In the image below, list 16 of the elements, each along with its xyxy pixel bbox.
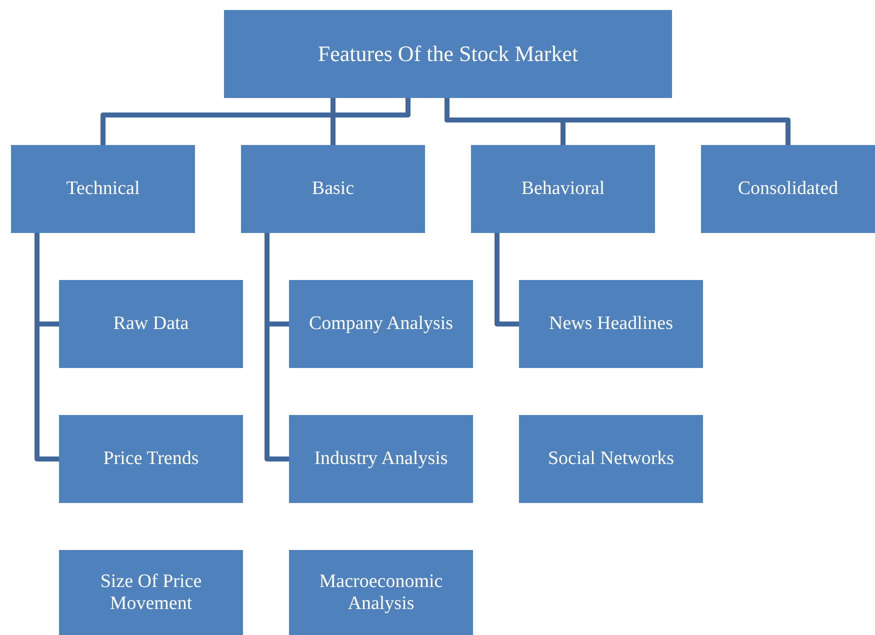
connector-line xyxy=(494,233,519,326)
category-box: Company Analysis xyxy=(289,280,473,368)
category-box: Macroeconomic Analysis xyxy=(289,550,473,635)
category-box: Consolidated xyxy=(701,145,875,233)
category-box: Size Of Price Movement xyxy=(59,550,243,635)
connector-line xyxy=(100,98,336,145)
category-box: News Headlines xyxy=(519,280,703,368)
category-box: Raw Data xyxy=(59,280,243,368)
connector-line xyxy=(330,98,410,145)
category-box: Industry Analysis xyxy=(289,415,473,503)
category-box: Basic xyxy=(241,145,425,233)
category-box: Technical xyxy=(11,145,195,233)
category-box: Social Networks xyxy=(519,415,703,503)
category-box: Price Trends xyxy=(59,415,243,503)
category-box: Features Of the Stock Market xyxy=(224,10,672,98)
category-box: Behavioral xyxy=(471,145,655,233)
